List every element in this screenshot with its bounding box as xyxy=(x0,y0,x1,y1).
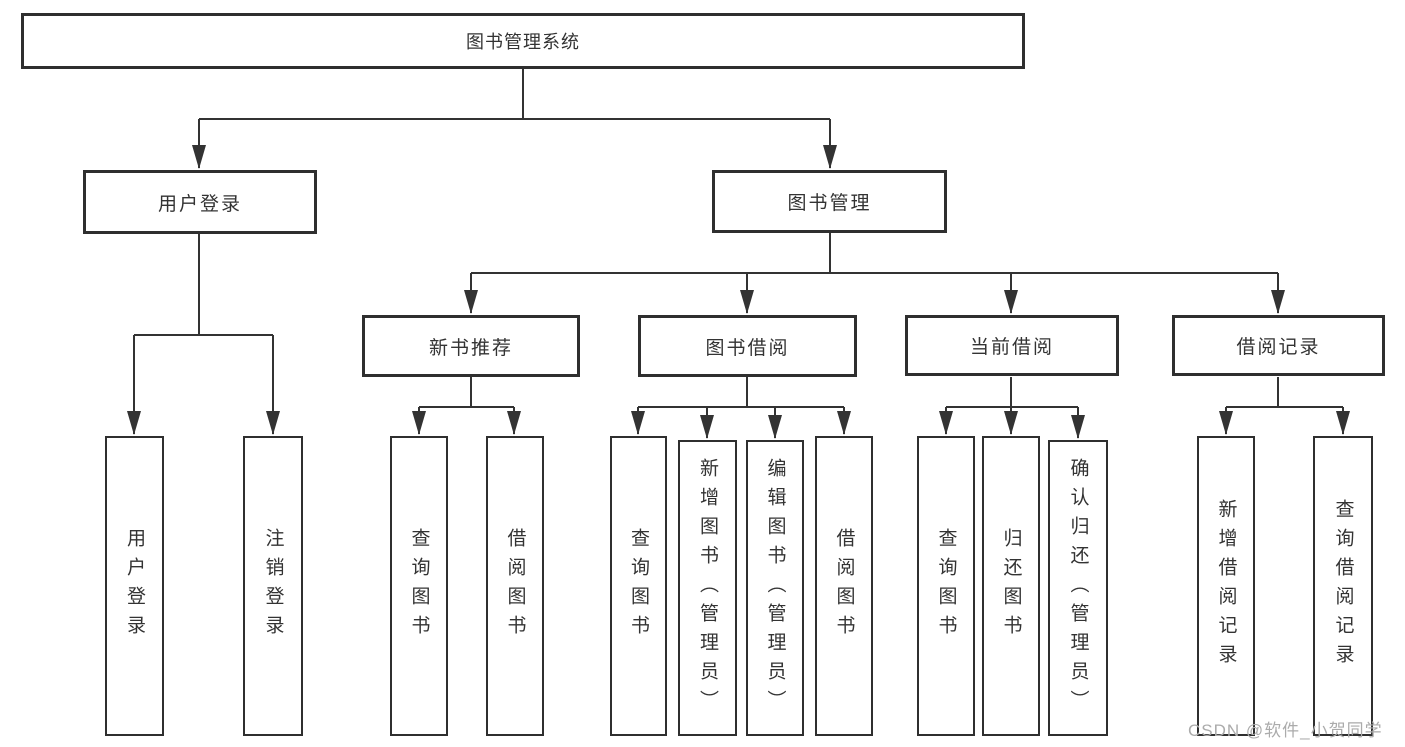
connector-arrows xyxy=(127,119,1350,439)
node-label: 借阅图书 xyxy=(504,528,526,644)
node-logout-leaf: 注销登录 xyxy=(243,436,303,736)
node-label: 借阅记录 xyxy=(1236,337,1321,358)
node-borrowing-records: 借阅记录 xyxy=(1172,315,1385,376)
node-borrow-books-2: 借阅图书 xyxy=(815,436,873,736)
node-label: 注销登录 xyxy=(262,528,284,644)
node-label: 图书借阅 xyxy=(705,337,790,359)
node-label: 查询图书 xyxy=(935,528,957,644)
node-label: 查询借阅记录 xyxy=(1332,499,1354,673)
node-label: 归还图书 xyxy=(1000,528,1022,644)
csdn-watermark: CSDN @软件_小贺同学 xyxy=(1188,721,1383,740)
node-borrow-books-1: 借阅图书 xyxy=(486,436,544,736)
node-query-borrow-record: 查询借阅记录 xyxy=(1313,436,1373,736)
node-user-login: 用户登录 xyxy=(83,170,317,234)
node-label: 用户登录 xyxy=(157,193,242,215)
node-label: 图书管理系统 xyxy=(466,32,580,52)
node-query-books-3: 查询图书 xyxy=(917,436,975,736)
node-query-books-1: 查询图书 xyxy=(390,436,448,736)
node-confirm-return-admin: 确认归还（管理员） xyxy=(1048,440,1108,736)
node-query-books-2: 查询图书 xyxy=(610,436,667,736)
node-add-borrow-record: 新增借阅记录 xyxy=(1197,436,1255,736)
node-label: 图书管理 xyxy=(787,193,872,214)
node-current-borrowing: 当前借阅 xyxy=(905,315,1119,376)
node-return-books: 归还图书 xyxy=(982,436,1040,736)
node-label: 查询图书 xyxy=(628,528,649,644)
node-label: 查询图书 xyxy=(408,528,430,644)
node-new-book-recommendation: 新书推荐 xyxy=(362,315,580,377)
node-edit-books-admin: 编辑图书（管理员） xyxy=(746,440,804,736)
node-book-management: 图书管理 xyxy=(712,170,947,233)
node-label: 新增图书（管理员） xyxy=(697,457,718,719)
node-library-management-system: 图书管理系统 xyxy=(21,13,1025,69)
node-label: 当前借阅 xyxy=(969,337,1054,358)
node-label: 用户登录 xyxy=(124,528,145,644)
node-label: 新增借阅记录 xyxy=(1215,499,1237,673)
node-book-borrowing: 图书借阅 xyxy=(638,315,857,377)
connector-trunks xyxy=(134,69,1343,408)
node-label: 新书推荐 xyxy=(428,337,513,359)
node-add-books-admin: 新增图书（管理员） xyxy=(678,440,737,736)
node-label: 编辑图书（管理员） xyxy=(764,457,786,719)
node-label: 确认归还（管理员） xyxy=(1067,457,1089,719)
node-label: 借阅图书 xyxy=(833,528,855,644)
node-user-login-leaf: 用户登录 xyxy=(105,436,164,736)
